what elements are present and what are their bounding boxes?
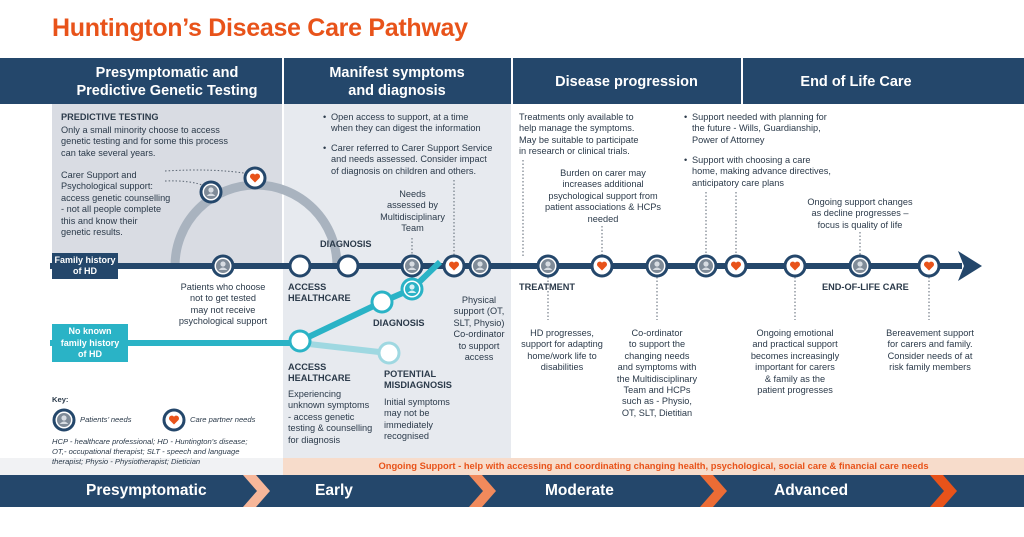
key-heading: Key: <box>52 395 69 404</box>
misdiagnosis-branch-line <box>299 340 389 356</box>
patient-needs-teal-icon <box>400 277 424 301</box>
patient-needs-icon <box>400 254 424 278</box>
patient-needs-icon <box>211 254 235 278</box>
key-carer-icon <box>162 408 186 432</box>
stage-presymptomatic: Presymptomatic <box>86 482 207 499</box>
ongoing-support-text: Ongoing Support - help with accessing an… <box>378 460 929 471</box>
stage-early: Early <box>315 482 353 499</box>
chevron-arrow-icon <box>469 475 496 507</box>
stage-bar <box>0 475 1024 507</box>
diagnosis-mid-label: DIAGNOSIS <box>373 318 425 328</box>
chevron-arrow-icon <box>243 475 270 507</box>
diagnosis-branch-line <box>298 259 443 344</box>
care-partner-icon <box>243 166 267 190</box>
testing-arc <box>170 180 342 267</box>
patient-needs-icon <box>694 254 718 278</box>
connector-line <box>164 169 251 175</box>
chevron-arrow-icon <box>700 475 727 507</box>
end-of-life-label: END-OF-LIFE CARE <box>822 282 909 292</box>
key-abbreviations: HCP - healthcare professional; HD - Hunt… <box>52 437 248 466</box>
ongoing-support-strip: Ongoing Support - help with accessing an… <box>283 458 1024 475</box>
key-patient-icon <box>52 408 76 432</box>
care-partner-icon <box>783 254 807 278</box>
care-partner-icon <box>442 254 466 278</box>
patient-needs-icon <box>199 180 223 204</box>
key-carer-label: Care partner needs <box>190 415 256 424</box>
patient-needs-icon <box>645 254 669 278</box>
chevron-arrow-icon <box>930 475 957 507</box>
predictive-testing-heading: PREDICTIVE TESTING <box>61 112 159 122</box>
patient-needs-icon <box>848 254 872 278</box>
phase-divider <box>282 58 284 267</box>
diagnosis-node <box>336 254 360 278</box>
phase-heading-end-of-life: End of Life Care <box>800 74 912 90</box>
access-healthcare-node <box>288 254 312 278</box>
treatment-label: TREATMENT <box>519 282 575 292</box>
diagnosis-top-label: DIAGNOSIS <box>320 239 372 249</box>
patient-needs-icon <box>468 254 492 278</box>
phase-divider <box>511 58 513 458</box>
patient-needs-icon <box>536 254 560 278</box>
phase-heading-progression: Disease progression <box>555 74 698 90</box>
connector-line <box>164 180 206 187</box>
care-partner-icon <box>724 254 748 278</box>
early-bullet-2: •Carer referred to Carer Support Service… <box>323 143 493 176</box>
access-healthcare-teal-node <box>288 329 312 353</box>
main-pathway-arrowhead <box>958 251 982 281</box>
page-title: Huntington’s Disease Care Pathway <box>52 14 468 42</box>
diagnosis-teal-node <box>370 290 394 314</box>
support-left-bg <box>0 458 283 475</box>
care-partner-icon <box>917 254 941 278</box>
early-panel-bg <box>283 104 511 458</box>
key-patient-label: Patients’ needs <box>80 415 132 424</box>
stage-advanced: Advanced <box>774 482 849 499</box>
stage-moderate: Moderate <box>545 482 614 499</box>
misdiagnosis-node <box>377 341 401 365</box>
stage-chevrons <box>243 475 957 507</box>
care-partner-icon <box>590 254 614 278</box>
